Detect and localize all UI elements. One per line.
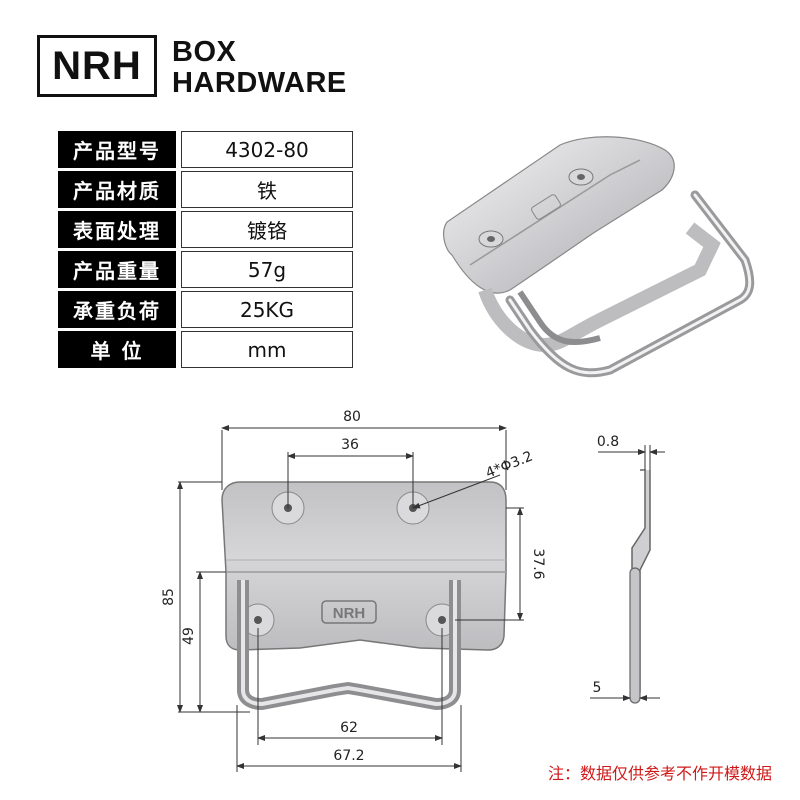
dimension-labels: 80 36 4*Φ3.2 85 49 37.6 62 67.2 0.8 5 [161,409,619,764]
dim-hole-spacing: 36 [341,437,359,453]
dim-holes: 4*Φ3.2 [484,448,536,481]
spec-key: 产品型号 [58,131,176,168]
disclaimer-note: 注：数据仅供参考不作开模数据 [547,764,772,783]
spec-row: 产品重量 57g [58,251,353,288]
spec-value: mm [181,331,353,368]
spec-row: 产品型号 4302-80 [58,131,353,168]
spec-key: 表面处理 [58,211,176,248]
brand-line-2: HARDWARE [172,67,347,99]
spec-value: 57g [181,251,353,288]
dim-overall-width: 80 [343,409,361,425]
dim-vertical-offset: 37.6 [530,548,546,579]
part-marking: NRH [333,605,366,622]
spec-value: 镀铬 [181,211,353,248]
front-view: NRH [221,481,507,710]
spec-row: 产品材质 铁 [58,171,353,208]
spec-value: 铁 [181,171,353,208]
spec-value: 4302-80 [181,131,353,168]
side-view [629,469,651,704]
spec-value: 25KG [181,291,353,328]
spec-row: 表面处理 镀铬 [58,211,353,248]
spec-table: 产品型号 4302-80 产品材质 铁 表面处理 镀铬 产品重量 57g 承重负… [58,128,353,371]
dimension-lines [177,425,665,772]
spec-key: 产品材质 [58,171,176,208]
product-photo [443,136,755,378]
spec-row: 承重负荷 25KG [58,291,353,328]
spec-key: 产品重量 [58,251,176,288]
dim-side-wire: 5 [593,680,602,696]
spec-row: 单 位 mm [58,331,353,368]
brand-logo: NRH [37,35,157,97]
dim-handle-inner: 62 [340,720,358,736]
dim-handle-outer: 67.2 [333,748,364,764]
dim-overall-height: 85 [161,588,177,606]
spec-key: 承重负荷 [58,291,176,328]
brand-line-1: BOX [172,36,237,68]
brand-name: BOX HARDWARE [172,37,347,99]
spec-key: 单 位 [58,331,176,368]
logo-text: NRH [52,43,142,88]
dim-lower-hole-height: 49 [181,627,197,645]
dim-thickness: 0.8 [597,434,619,450]
